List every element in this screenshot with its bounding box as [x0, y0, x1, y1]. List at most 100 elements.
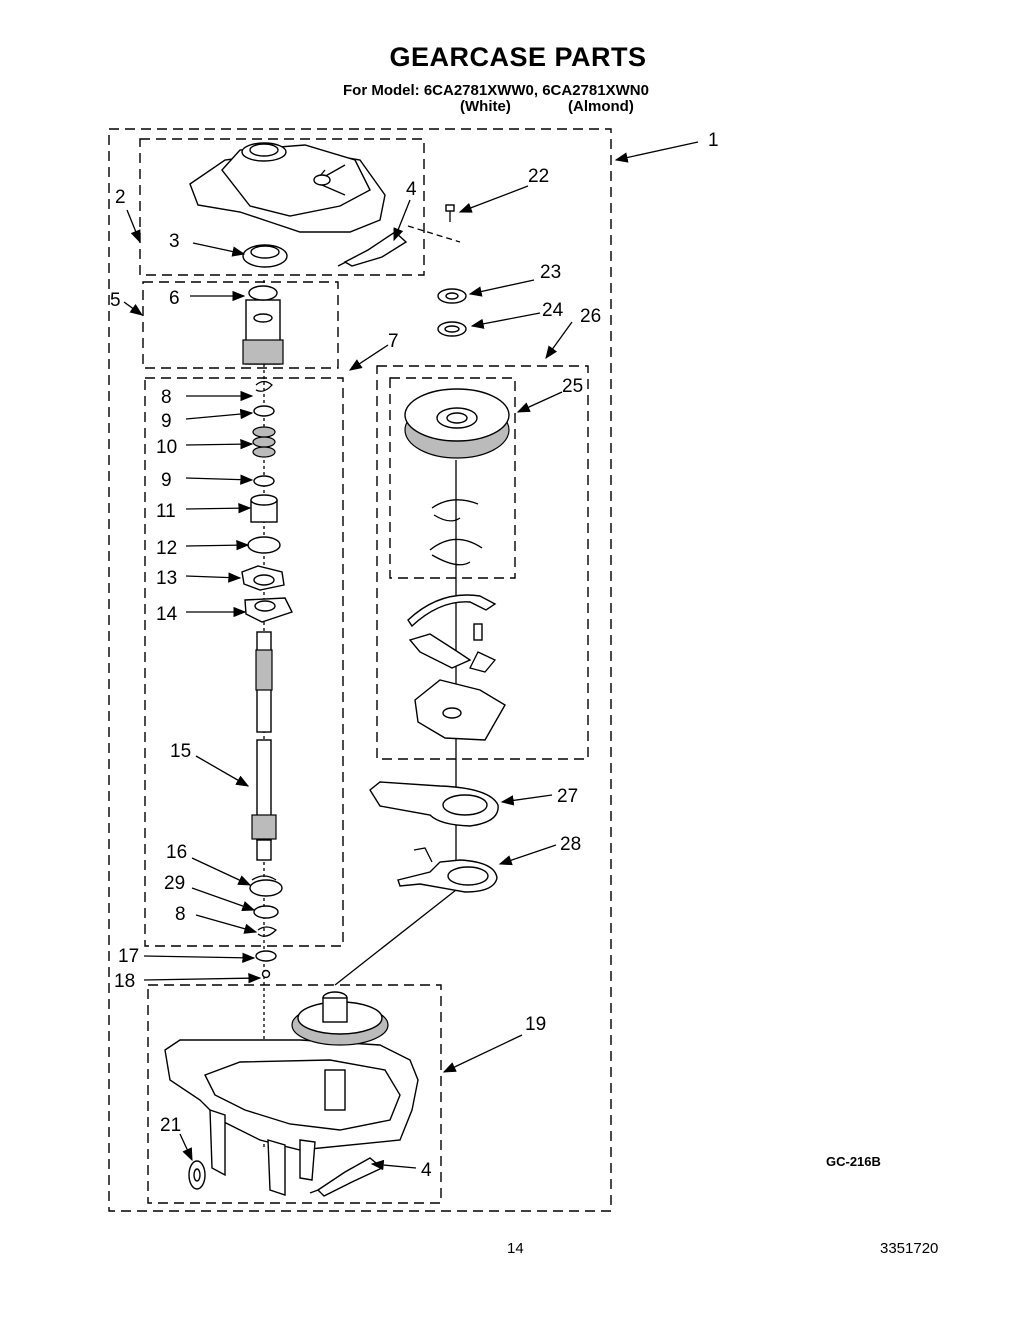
leader-21 [179, 1133, 193, 1162]
callout-8-lower: 8 [175, 904, 186, 925]
clutch-part-6 [242, 285, 284, 365]
leader-9-top [185, 408, 254, 420]
ball-part-18 [261, 969, 271, 979]
callout-4-bottom: 4 [421, 1160, 432, 1181]
washer-part-9-top [253, 405, 275, 417]
leader-4-top [393, 199, 411, 242]
leader-8-lower [195, 914, 258, 934]
leader-29 [191, 887, 256, 911]
clip-part-16 [251, 875, 277, 881]
leader-10 [185, 438, 254, 450]
grease-tube-bottom [309, 1157, 384, 1197]
leader-1 [614, 141, 699, 163]
callout-22: 22 [528, 166, 549, 187]
callout-12: 12 [156, 538, 177, 559]
callout-14: 14 [156, 604, 178, 625]
cam-part-13 [241, 565, 285, 591]
callout-9-top: 9 [161, 411, 172, 432]
callout-3: 3 [169, 231, 180, 252]
callout-8-top: 8 [161, 387, 172, 408]
leader-15 [195, 755, 250, 787]
shaft-part-15 [251, 631, 277, 861]
page-number: 14 [507, 1240, 524, 1257]
callout-10: 10 [156, 437, 177, 458]
leader-17 [143, 952, 256, 963]
ring-part-12 [247, 536, 281, 554]
cam-part-14 [244, 597, 293, 623]
lever-part-27 [369, 781, 499, 827]
page-title: GEARCASE PARTS [389, 42, 647, 72]
leader-9-lower [185, 474, 254, 485]
leader-25 [516, 391, 563, 413]
shift-assembly [407, 594, 506, 741]
callout-18: 18 [114, 971, 135, 992]
leader-16 [191, 857, 252, 886]
fork-part-28 [397, 847, 498, 893]
spring-part-10 [252, 426, 276, 458]
washer-part-29 [253, 905, 279, 919]
bearing-part-17 [255, 950, 277, 962]
leader-26 [545, 321, 573, 360]
gear-part-25 [404, 388, 510, 459]
washer-part-16 [249, 879, 283, 897]
callout-2: 2 [115, 187, 126, 208]
callout-4-top: 4 [406, 179, 417, 200]
callout-28: 28 [560, 834, 581, 855]
leader-28 [498, 844, 557, 866]
leader-22 [458, 185, 529, 213]
screw-part-22 [445, 204, 455, 222]
color-white-label: (White) [460, 98, 511, 115]
callout-5: 5 [110, 290, 121, 311]
group-box-1 [108, 128, 612, 1212]
leader-4-bottom [370, 1159, 417, 1171]
group-box-2 [139, 138, 425, 276]
washer-part-9-lower [253, 475, 275, 487]
callout-21: 21 [160, 1115, 181, 1136]
callout-23: 23 [540, 262, 561, 283]
leader-23 [468, 279, 535, 297]
leader-13 [185, 572, 242, 583]
leader-12 [185, 539, 250, 551]
callout-7: 7 [388, 331, 399, 352]
callout-17: 17 [118, 946, 139, 967]
gear-part-11 [250, 494, 278, 523]
grease-tube-top [337, 231, 408, 267]
ring-lower [429, 538, 483, 566]
gearcase-housing-part-19 [164, 991, 419, 1196]
callout-29: 29 [164, 873, 185, 894]
leader-24 [470, 312, 541, 329]
seal-part-21 [188, 1160, 206, 1190]
group-box-25 [389, 377, 516, 579]
leader-27 [500, 794, 553, 806]
leader-7 [348, 344, 389, 371]
group-box-26 [376, 365, 589, 760]
group-box-5 [142, 281, 339, 369]
group-box-19 [147, 984, 442, 1204]
leader-19 [442, 1034, 523, 1073]
callout-16: 16 [166, 842, 187, 863]
ring-upper [431, 499, 479, 522]
callout-6: 6 [169, 288, 180, 309]
callout-19: 19 [525, 1014, 546, 1035]
cover-part [189, 142, 386, 233]
callout-13: 13 [156, 568, 177, 589]
callout-9-lower: 9 [161, 470, 172, 491]
clip-part-8-top [255, 380, 273, 392]
leader-18 [143, 973, 262, 984]
callout-27: 27 [557, 786, 578, 807]
leader-3 [192, 242, 246, 257]
leader-5 [123, 301, 144, 316]
clip-part-8-lower [257, 926, 278, 937]
connector-line [334, 889, 457, 986]
leader-2 [126, 209, 141, 244]
callout-1: 1 [708, 130, 719, 151]
callout-11: 11 [156, 501, 176, 522]
leader-11 [185, 502, 252, 514]
screw-dash-line [407, 225, 461, 243]
callout-26: 26 [580, 306, 601, 327]
callout-24: 24 [542, 300, 564, 321]
diagram-code: GC-216B [826, 1154, 881, 1169]
callout-15: 15 [170, 741, 191, 762]
document-number: 3351720 [880, 1240, 939, 1257]
